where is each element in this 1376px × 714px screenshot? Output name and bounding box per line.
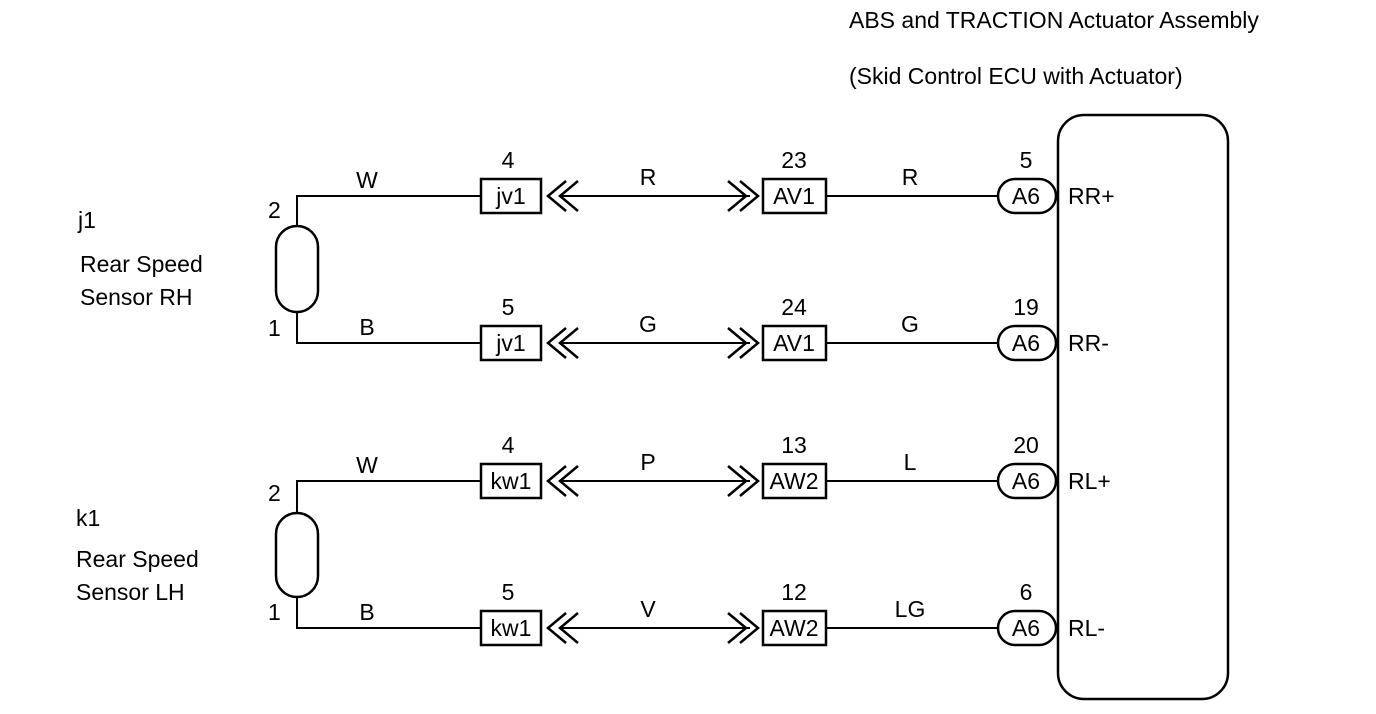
circuit-3-conn1-box	[479, 462, 543, 500]
sensor-rh-lead-bottom	[296, 312, 481, 344]
circuit-4-conn1-box	[479, 609, 543, 647]
sensor-lh-pin-top: 2	[268, 480, 281, 506]
circuit-1-conn1-label: jv1	[495, 183, 525, 209]
circuit-2-ecu-conn-pill	[996, 324, 1058, 362]
circuit-2-chevron-right-outer	[727, 327, 748, 359]
circuit-2-chevron-right-inner	[739, 327, 760, 359]
sensor-rh-lead-top	[296, 195, 481, 226]
sensor-lh-name-line2: Sensor LH	[76, 579, 185, 605]
circuit-1-wire-ecu-label: R	[902, 164, 919, 190]
circuit-4-conn2-pin: 12	[781, 579, 807, 605]
circuit-3-terminal-label: RL+	[1068, 468, 1111, 494]
circuit-3-wire-mid-label: P	[640, 449, 655, 475]
circuit-1-wire-mid-label: R	[640, 164, 657, 190]
sensor-lh-lead-top	[296, 480, 481, 513]
circuit-2-chevron-left-outer	[546, 327, 567, 359]
sensor-lh-name-line1: Rear Speed	[76, 546, 199, 572]
circuit-1-conn1-box	[479, 177, 543, 215]
sensor-lh-symbol	[274, 511, 320, 599]
circuit-4-wire-sensor-label: B	[359, 599, 374, 625]
circuit-2-conn2-label: AV1	[773, 330, 815, 356]
circuit-1-ecu-conn-label: A6	[1012, 183, 1040, 209]
circuit-2-ecu-conn-label: A6	[1012, 330, 1040, 356]
circuit-2-wire-ecu-label: G	[901, 311, 919, 337]
circuit-1-ecu-conn-pill	[996, 177, 1058, 215]
circuit-4-wire-ecu-label: LG	[895, 596, 926, 622]
circuit-1-conn2-box	[761, 177, 828, 215]
circuit-3-conn1-pin: 4	[502, 432, 515, 458]
sensor-rh-code: j1	[77, 207, 96, 233]
circuit-3-conn2-pin: 13	[781, 432, 807, 458]
circuit-2-conn1-label: jv1	[495, 330, 525, 356]
circuit-4-ecu-conn-label: A6	[1012, 615, 1040, 641]
circuit-1-chevron-left-outer	[546, 180, 567, 212]
circuit-3-chevron-left-outer	[546, 465, 567, 497]
ecu-title-line1: ABS and TRACTION Actuator Assembly	[849, 7, 1259, 33]
circuit-4-chevron-left-outer	[546, 612, 567, 644]
sensor-lh-pin-bottom: 1	[268, 599, 281, 625]
circuit-4-conn1-label: kw1	[491, 615, 532, 641]
circuit-2-conn1-box	[479, 324, 543, 362]
circuit-4-chevron-right-outer	[727, 612, 748, 644]
circuit-3-chevron-right-inner	[739, 465, 760, 497]
circuit-2-ecu-pin: 19	[1013, 294, 1039, 320]
circuit-1-chevron-right-outer	[727, 180, 748, 212]
circuit-3-conn1-label: kw1	[491, 468, 532, 494]
circuit-3-conn2-label: AW2	[770, 468, 819, 494]
circuit-3-ecu-pin: 20	[1013, 432, 1039, 458]
sensor-lh-code: k1	[76, 505, 100, 531]
circuit-1-conn1-pin: 4	[502, 147, 515, 173]
circuit-3-ecu-conn-pill	[996, 462, 1058, 500]
circuit-2-conn2-pin: 24	[781, 294, 807, 320]
circuit-1-conn2-pin: 23	[781, 147, 807, 173]
sensor-rh-pin-bottom: 1	[268, 315, 281, 341]
sensor-rh-pin-top: 2	[268, 197, 281, 223]
ecu-body	[1056, 113, 1230, 701]
circuit-3-ecu-conn-label: A6	[1012, 468, 1040, 494]
sensor-rh-name-line1: Rear Speed	[80, 251, 203, 277]
circuit-4-terminal-label: RL-	[1068, 615, 1105, 641]
ecu-title-line2: (Skid Control ECU with Actuator)	[849, 63, 1183, 89]
circuit-4-chevron-right-inner	[739, 612, 760, 644]
circuit-3-wire-sensor-label: W	[356, 452, 378, 478]
circuit-2-terminal-label: RR-	[1068, 330, 1109, 356]
circuit-4-conn1-pin: 5	[502, 579, 515, 605]
circuit-4-ecu-pin: 6	[1020, 579, 1033, 605]
circuit-3-wire-ecu-label: L	[904, 449, 917, 475]
circuit-1-conn2-label: AV1	[773, 183, 815, 209]
sensor-lh-lead-bottom	[296, 597, 481, 629]
circuit-1-wire-sensor-label: W	[356, 167, 378, 193]
sensor-rh-symbol	[274, 224, 320, 314]
circuit-1-ecu-pin: 5	[1020, 147, 1033, 173]
circuit-1-chevron-right-inner	[739, 180, 760, 212]
circuit-4-conn2-label: AW2	[770, 615, 819, 641]
circuit-4-ecu-conn-pill	[996, 609, 1058, 647]
circuit-1-terminal-label: RR+	[1068, 183, 1115, 209]
circuit-3-chevron-right-outer	[727, 465, 748, 497]
circuit-2-conn2-box	[761, 324, 828, 362]
sensor-rh-name-line2: Sensor RH	[80, 284, 192, 310]
circuit-4-wire-mid-label: V	[640, 596, 656, 622]
circuit-2-wire-mid-label: G	[639, 311, 657, 337]
circuit-2-wire-sensor-label: B	[359, 314, 374, 340]
circuit-2-conn1-pin: 5	[502, 294, 515, 320]
circuit-4-conn2-box	[761, 609, 828, 647]
